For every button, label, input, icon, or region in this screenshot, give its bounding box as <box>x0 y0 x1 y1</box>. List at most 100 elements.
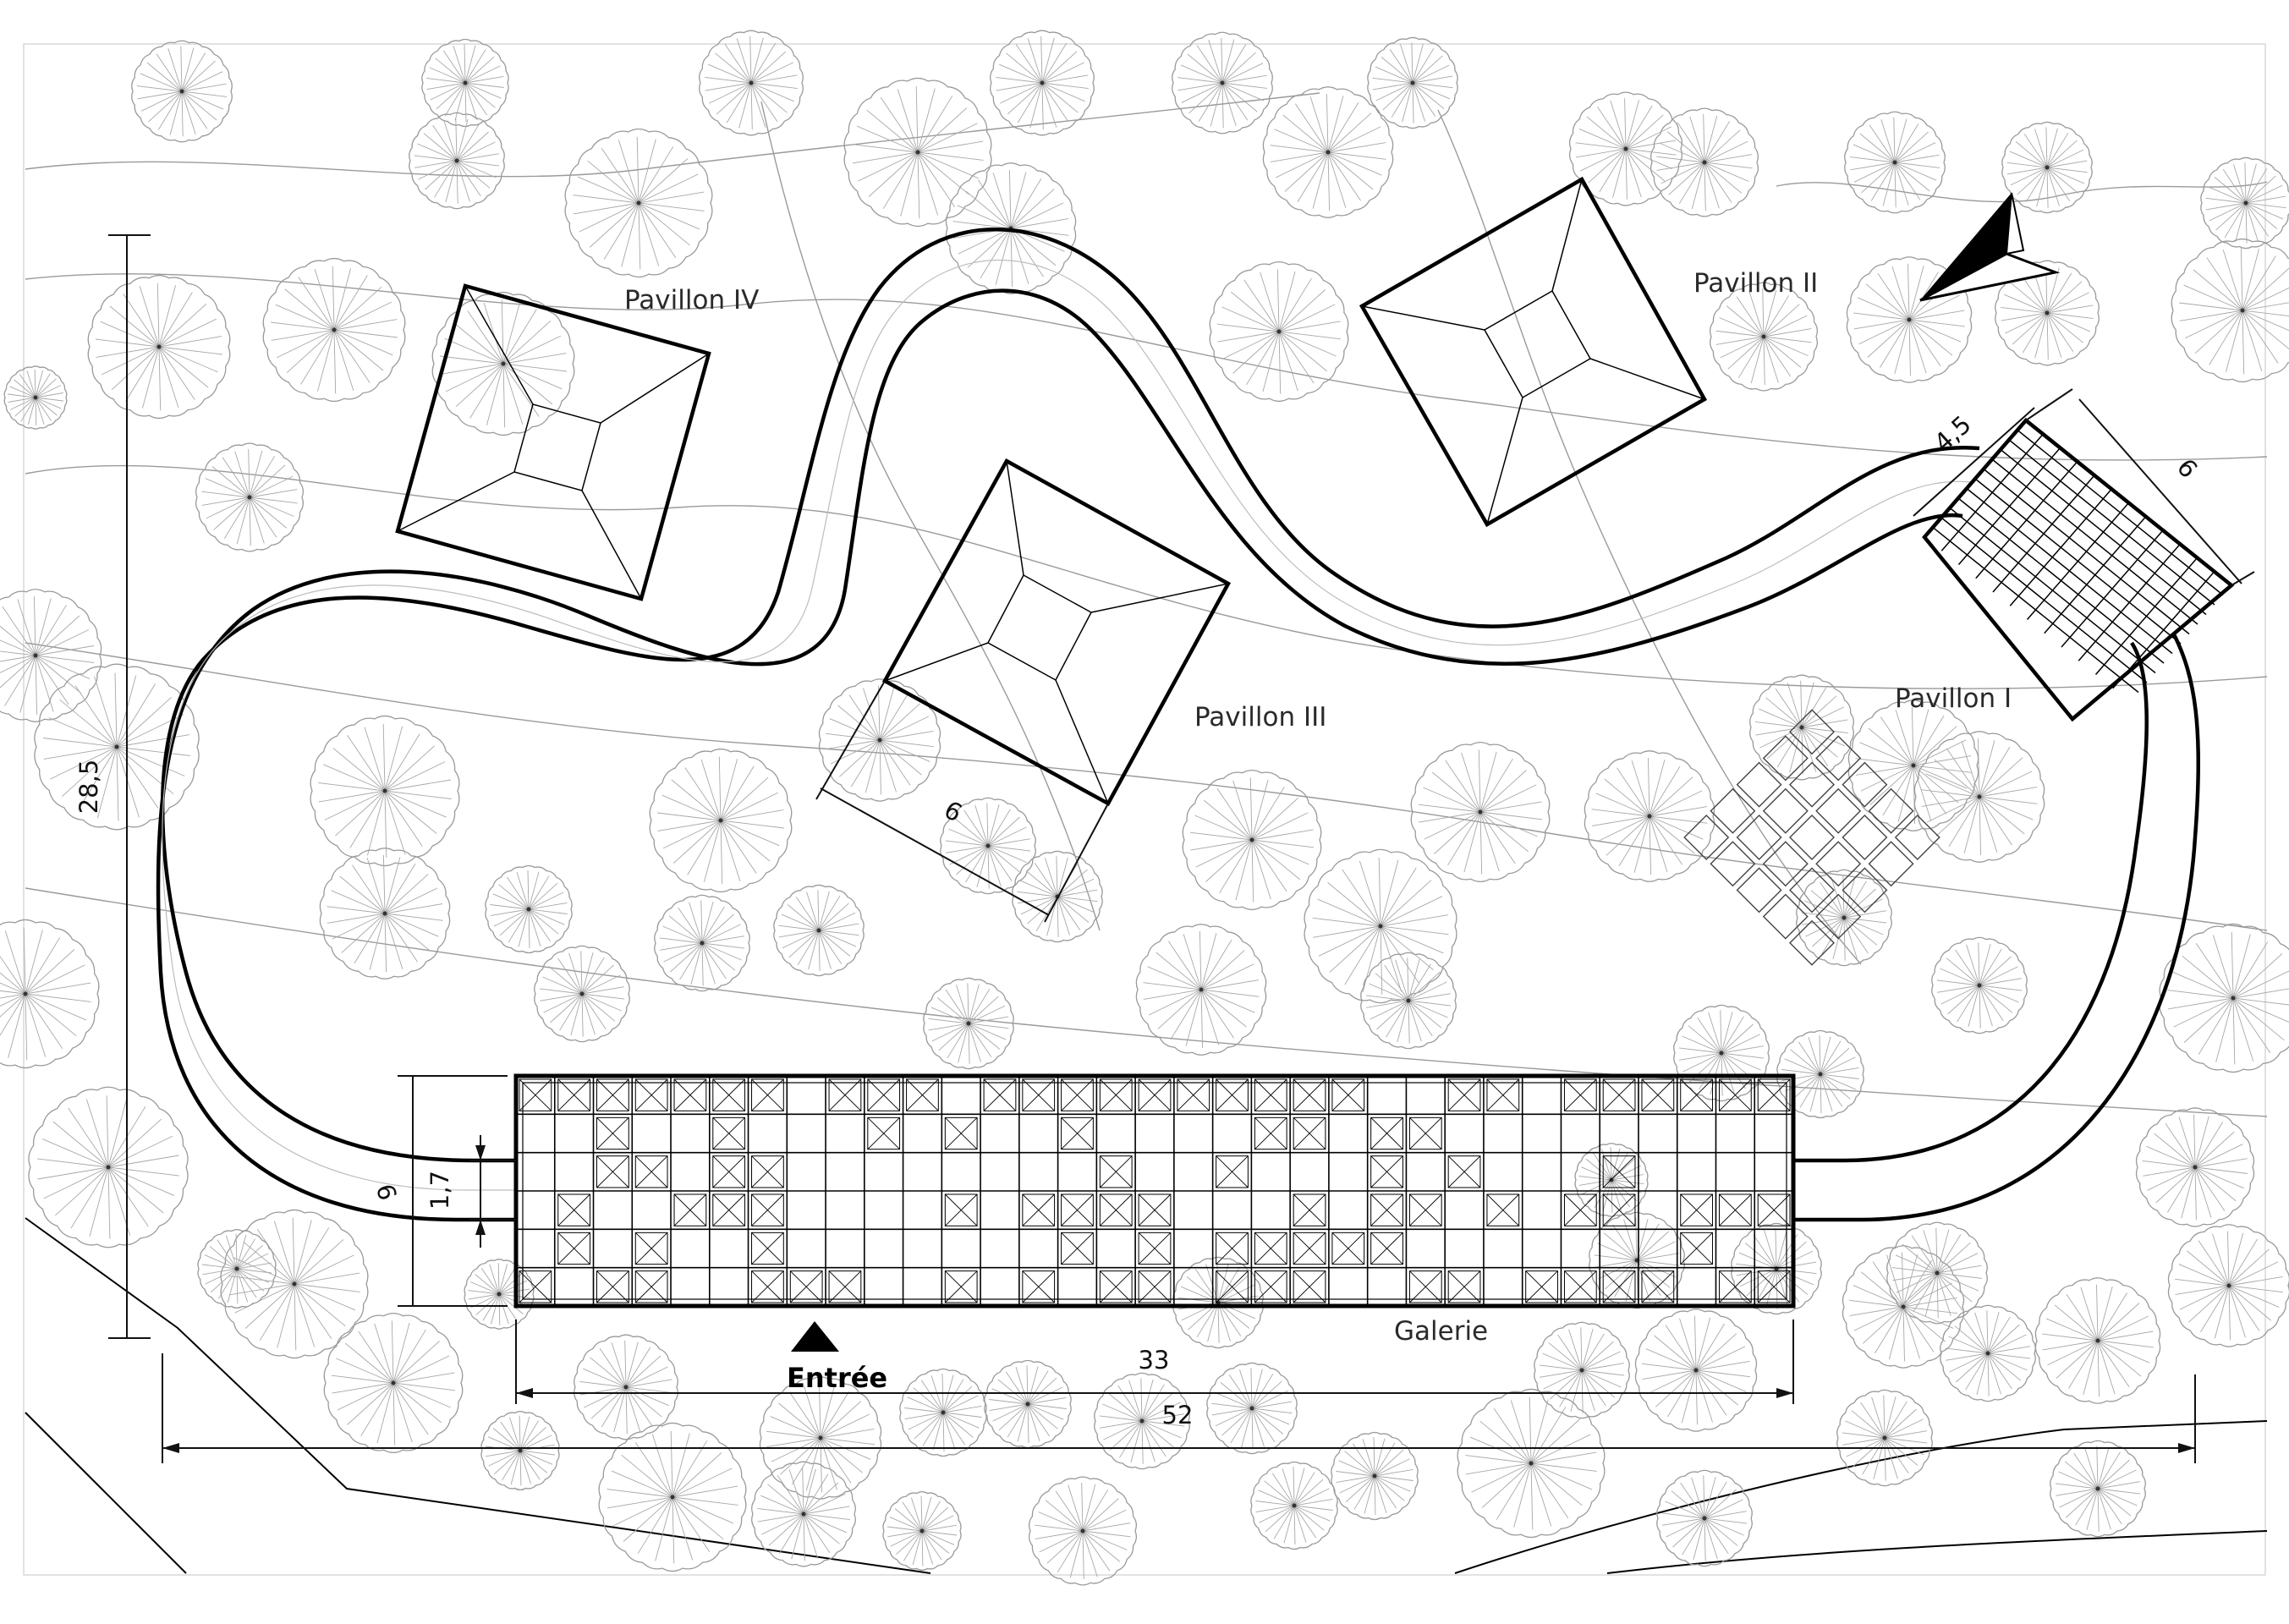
label-pavillon-ii: Pavillon II <box>1693 268 1818 299</box>
tree-icon <box>2135 1107 2255 1227</box>
contour-lines <box>25 92 2268 1117</box>
tree-icon <box>262 257 406 403</box>
tree-icon <box>2034 1277 2161 1404</box>
tree-icon <box>1842 1245 1965 1369</box>
tree-icon <box>1584 750 1715 882</box>
tree-icon <box>1634 1309 1758 1432</box>
lattice-tile <box>1710 787 1756 834</box>
dimension-lines <box>108 234 2255 1463</box>
tree-icon <box>1709 282 1819 392</box>
tree-icon <box>1028 1476 1138 1586</box>
tree-icon <box>1172 1256 1264 1349</box>
tree-icon <box>564 128 713 278</box>
trees <box>0 30 2289 1586</box>
tree-icon <box>28 1086 189 1248</box>
tree-icon <box>534 945 630 1043</box>
lattice-tile <box>1842 815 1888 860</box>
tree-icon <box>940 797 1036 895</box>
tree-icon <box>2001 121 2093 214</box>
galerie-grid <box>516 1076 1793 1306</box>
tree-icon <box>197 1229 277 1309</box>
tree-icon <box>1650 107 1759 217</box>
lattice-tile <box>1789 867 1835 914</box>
tree-icon <box>1135 924 1267 1056</box>
tree-icon <box>751 1461 856 1567</box>
tree-icon <box>1209 261 1349 403</box>
tree-icon <box>1995 260 2100 366</box>
tree-icon <box>2050 1440 2146 1538</box>
tree-icon <box>654 894 750 992</box>
lattice-tile <box>1815 841 1862 887</box>
lattice-tile <box>1762 841 1809 887</box>
tree-icon <box>1172 31 1273 134</box>
lattice-tile <box>1842 867 1888 914</box>
pavillon-ii <box>1359 176 1708 528</box>
tree-icon <box>1931 936 2028 1034</box>
tree-icon <box>310 715 460 867</box>
lattice-tile <box>1683 815 1730 860</box>
tree-icon <box>0 589 102 722</box>
tree-icon <box>882 1491 962 1571</box>
tree-icon <box>2171 238 2289 383</box>
tree-icon <box>899 1368 987 1457</box>
label-pavillon-iv: Pavillon IV <box>624 285 759 315</box>
dim-gallery-width: 33 <box>1139 1346 1170 1374</box>
terrain-boundaries <box>25 1217 2268 1574</box>
tree-icon <box>1250 1461 1338 1550</box>
lattice-tile <box>1868 787 1914 834</box>
tree-icon <box>1846 256 1973 383</box>
lattice-tile <box>1736 761 1782 808</box>
tree-icon <box>818 678 941 802</box>
lattice-tile <box>1789 761 1835 808</box>
tree-icon <box>1844 111 1946 214</box>
tree-icon <box>220 1209 369 1359</box>
lattice-tile <box>1762 893 1809 940</box>
label-pavillon-iii: Pavillon III <box>1194 702 1326 732</box>
tree-icon <box>1913 731 2045 863</box>
tree-icon <box>1940 1304 2036 1402</box>
lattice-tile <box>1789 919 1835 966</box>
lattice-tile <box>1710 841 1756 887</box>
lattice-tile <box>1736 867 1782 914</box>
tree-icon <box>1534 1321 1630 1419</box>
tree-icon <box>598 1422 747 1572</box>
tree-icon <box>773 884 865 977</box>
tree-icon <box>431 291 575 436</box>
dim-total-width: 52 <box>1162 1401 1194 1429</box>
tree-icon <box>2159 923 2289 1073</box>
tree-icon <box>1182 769 1322 911</box>
entrance-triangle-icon <box>791 1321 839 1352</box>
lattice-tile <box>1762 787 1809 834</box>
tree-icon <box>1847 700 1979 831</box>
lattice-tile <box>1868 841 1914 887</box>
tree-icon <box>1304 848 1457 1004</box>
tree-icon <box>0 919 100 1069</box>
tree-icon <box>323 1312 464 1454</box>
pavillon-i-grid <box>1932 429 2224 694</box>
tree-icon <box>131 40 233 143</box>
lattice-tile <box>1815 787 1862 834</box>
tree-icon <box>3 365 68 430</box>
tree-icon <box>699 30 804 136</box>
tree-icon <box>2167 1224 2289 1347</box>
tree-icon <box>1206 1362 1298 1455</box>
galerie-building <box>513 1073 1796 1309</box>
north-arrow-icon <box>1919 192 2061 302</box>
pavillon-iv <box>395 283 711 601</box>
tree-icon <box>1367 36 1458 129</box>
tree-icon <box>923 977 1014 1070</box>
tree-icon <box>319 848 451 979</box>
label-galerie: Galerie <box>1394 1316 1488 1347</box>
dim-total-height: 28,5 <box>74 760 103 815</box>
tree-icon <box>421 38 509 128</box>
tree-icon <box>1360 952 1457 1050</box>
lattice-tile <box>1842 761 1888 808</box>
pavillon-i <box>1922 417 2235 722</box>
tree-icon <box>1568 91 1683 206</box>
tree-icon <box>1262 86 1394 218</box>
tree-icon <box>1094 1372 1190 1470</box>
tree-icon <box>843 77 992 228</box>
dim-path-width-left: 1,7 <box>425 1171 454 1210</box>
